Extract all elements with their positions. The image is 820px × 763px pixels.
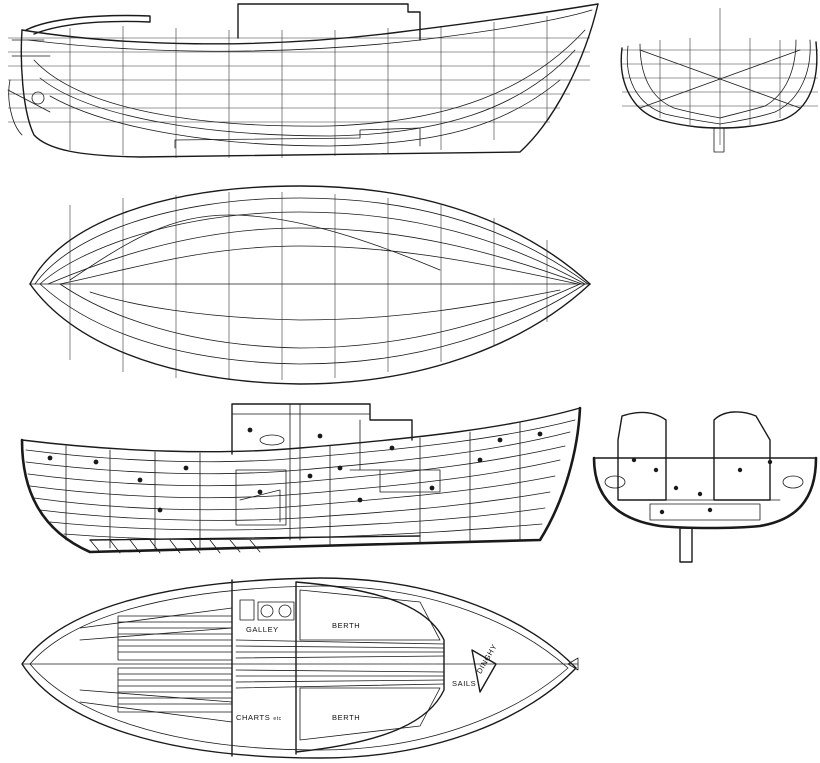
- profile-coachroof: [237, 3, 421, 41]
- profile-lines-drawing: [7, 3, 599, 158]
- profile-station-grid: [69, 16, 548, 158]
- construction-porthole: [259, 434, 285, 446]
- body-plan-drawing: [620, 8, 818, 153]
- half-breadth-diagonal: [69, 214, 441, 281]
- half-breadth-lower-outline: [29, 283, 591, 385]
- construction-ballast: [89, 539, 261, 554]
- construction-cabin: [231, 403, 413, 455]
- cabin-outline: [231, 579, 445, 757]
- dinghy-label: DINGHY: [475, 642, 499, 675]
- body-plan-keel: [713, 127, 725, 153]
- cabin-sole-slats: [235, 639, 445, 689]
- profile-waterline-grid: [8, 37, 590, 123]
- cockpit-slats: [117, 615, 233, 713]
- cockpit-lower-bench: [79, 689, 233, 723]
- berth-upper-outline: [299, 589, 441, 641]
- profile-sheer-line: [21, 3, 599, 45]
- profile-tiller: [25, 14, 151, 35]
- profile-buttock-2: [39, 49, 576, 137]
- half-breadth-drawing: [29, 185, 591, 385]
- galley-stove: [257, 601, 295, 621]
- berth-lower-label: BERTH: [332, 713, 360, 722]
- section-hull-outline: [592, 456, 818, 530]
- profile-buttock-1: [33, 29, 586, 127]
- profile-rudder: [7, 39, 51, 136]
- construction-frames: [65, 421, 521, 551]
- section-keel: [679, 527, 693, 563]
- construction-hull-outline: [20, 406, 582, 554]
- construction-section-drawing: [592, 411, 818, 563]
- section-locker-right: [782, 475, 804, 489]
- berth-lower-outline: [299, 687, 441, 741]
- profile-hull-outline: [20, 3, 599, 158]
- half-breadth-deck-line: [29, 185, 591, 285]
- bow-fitting: [567, 657, 579, 671]
- berth-upper-label: BERTH: [332, 621, 360, 630]
- profile-deck-line: [27, 9, 593, 52]
- galley-label: GALLEY: [246, 625, 279, 634]
- construction-bulkhead: [235, 469, 287, 526]
- construction-sheer: [21, 407, 581, 453]
- stove-burner-2-icon: [278, 604, 292, 618]
- cockpit-upper-bench: [79, 607, 233, 641]
- profile-buttock-3: [49, 79, 561, 147]
- section-locker-left: [604, 475, 626, 489]
- construction-profile-drawing: [20, 403, 582, 554]
- sails-label: SAILS: [452, 679, 476, 688]
- section-cabin-left: [617, 411, 667, 501]
- dinghy-outline: [471, 649, 497, 693]
- galley-sink: [239, 599, 255, 621]
- deck-plan-hull-outline: [21, 577, 577, 759]
- construction-fastenings: [47, 427, 543, 513]
- section-cabin-right: [713, 411, 771, 501]
- profile-keel: [174, 127, 421, 149]
- stove-burner-1-icon: [260, 604, 274, 618]
